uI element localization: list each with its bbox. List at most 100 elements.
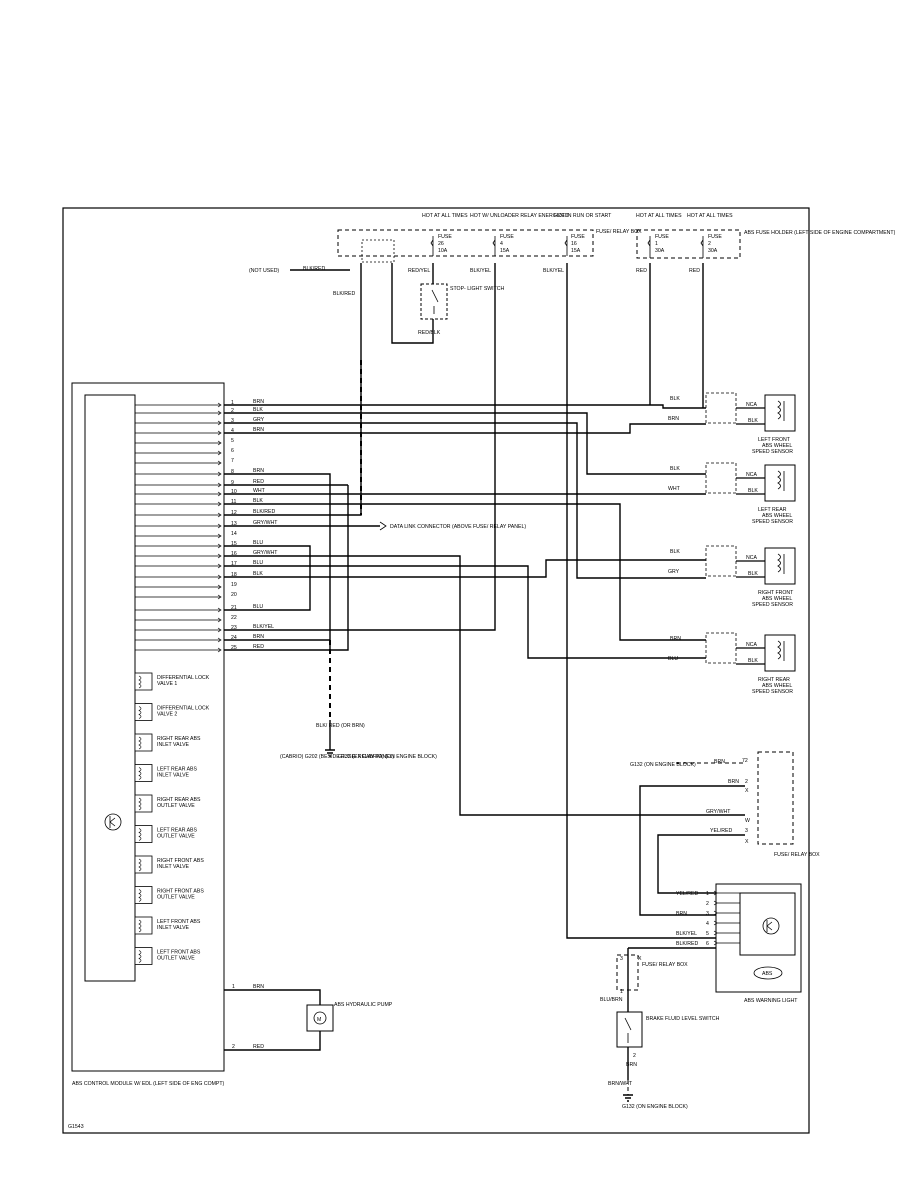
fuse-relay-box-top: HOT AT ALL TIMES HOT W/ UNLOADER RELAY E… [249,213,642,336]
module-pin-number: 18 [231,572,237,578]
pin-arrow-icon [217,584,222,590]
brake-blubrn: BLU/BRN [600,997,623,1003]
brake-pinx: X [638,956,642,962]
coil-icon [138,767,142,780]
brake-brnwht: BRN/WHT [608,1081,633,1087]
coil-icon [138,858,142,872]
module-pin-color: BLU [253,604,263,610]
figure-id: G1543 [68,1124,84,1130]
pin-arrow-icon [713,930,718,936]
sensor-wire1: BLK [670,549,680,555]
pin-arrow-icon [217,594,222,600]
module-pin-color: BLK [253,498,263,504]
pin-arrow-icon [217,607,222,613]
pin-arrow-icon [217,410,222,416]
module-pin-color: BLK [253,407,263,413]
sensor-wire1: BLK [670,396,680,402]
module-pin-color: BRN [253,399,264,405]
warning-light-label: ABS WARNING LIGHT [744,998,798,1004]
warning-pin-number: 1 [706,891,709,897]
diagram-border [62,207,810,1134]
relay-pinx2: X [745,839,749,845]
fuse26-amp: 10A [438,248,448,254]
relay-pin72: 72 [742,758,748,764]
warning-pin-number: 6 [706,941,709,947]
pin-arrow-icon [217,574,222,580]
sensor-connector [705,632,737,664]
fuse2-amp: 30A [708,248,718,254]
fuse4-label: FUSE [500,234,514,240]
brake-pin2: 2 [633,1053,636,1059]
module-pin-number: 11 [231,499,236,505]
fuse-relay-box-right: G132 (ON ENGINE BLOCK) BRN 72 2 BRN X GR… [630,751,820,943]
label-hot-fuse2: HOT AT ALL TIMES [687,213,733,219]
sensor-pin-nca: NCA [746,472,757,478]
sensor-wire2: BLU [668,656,678,662]
module-pin-number: 7 [231,458,234,464]
fuse16-label: FUSE [571,234,585,240]
label-hot-unloader: HOT W/ UNLOADER RELAY ENERGIZED [470,213,569,219]
pump-motor-icon: M [317,1017,321,1023]
label-hot-at-all-times: HOT AT ALL TIMES [422,213,468,219]
module-pin-color: BLK [253,571,263,577]
warning-pin-color: YEL/RED [676,891,698,897]
warning-pin-number: 3 [706,911,709,917]
sensor-wire2: WHT [668,486,681,492]
module-pin-color: GRY [253,417,265,423]
sensor-connector [705,545,737,577]
sensor-body [764,634,796,672]
g132-label: G132 (EX CABRIO) (ON ENGINE BLOCK) [338,754,437,760]
pin-arrow-icon [217,430,222,436]
pin-arrow-icon [217,543,222,549]
pin-arrow-icon [217,471,222,477]
pin-arrow-icon [217,402,222,408]
coil-icon [138,675,142,689]
valve-coil-icon [134,825,153,843]
not-used-label: (NOT USED) [249,268,279,274]
warning-pin-number: 2 [706,901,709,907]
wire-label-blkred-top: BLK/RED [303,266,325,272]
ground-left: BLK/ RED (OR BRN) (CABRIO) G202 (BESIDE … [280,720,437,760]
data-link-connector: DATA LINK CONNECTOR (ABOVE FUSE/ RELAY P… [379,521,526,531]
pin-arrow-icon [713,890,718,896]
coil-icon [138,706,142,719]
module-wiring [224,239,745,939]
fuse1-label: FUSE [655,234,669,240]
module-pin-number: 10 [231,489,237,495]
module-pin-number: 4 [231,428,234,434]
module-pin-number: 14 [231,531,237,537]
coil-icon [138,950,142,963]
pin-arrow-icon [217,533,222,539]
stop-light-switch: STOP- LIGHT SWITCH [420,283,505,320]
fuse1-amp: 30A [655,248,665,254]
pin-arrow-icon [713,910,718,916]
module-pin-number: 23 [231,625,237,631]
relay-pin3: 3 [745,828,748,834]
module-pin-color: BLK/YEL [253,624,274,630]
module-pin-color: BLU [253,560,263,566]
wire-label-red-fuse2: RED [689,268,700,274]
relay-pinx: X [745,788,749,794]
coil-icon [138,736,142,750]
wire-label-blkyel-run: BLK/YEL [543,268,564,274]
brake-fluid-switch: 3 X FUSE/ RELAY BOX 1 BLU/BRN BRAKE FLUI… [600,947,720,1110]
warning-pin-number: 5 [706,931,709,937]
pin-arrow-icon [713,900,718,906]
module-pin-number: 12 [231,510,237,516]
valve-coil-icon [134,794,153,813]
wire-label-blkyel-top: BLK/YEL [470,268,491,274]
g202-label: (CABRIO) G202 (BESIDE FUSE/ RELAY PANEL) [280,754,394,760]
sensor-wire2: GRY [668,569,680,575]
pump-pin2: 2 [232,1044,235,1050]
pin-arrow-icon [217,501,222,507]
module-pin-number: 21 [231,605,237,611]
